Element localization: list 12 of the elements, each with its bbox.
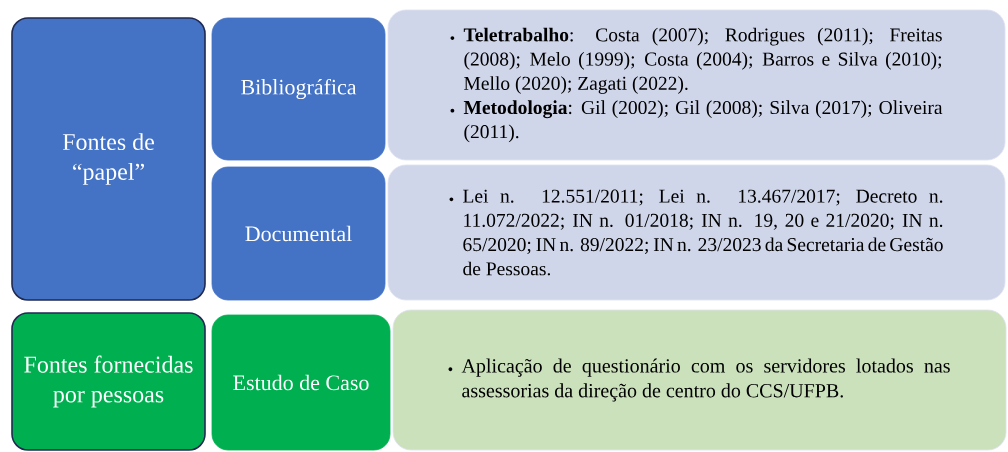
- source-list-panel: [387, 9, 1006, 161]
- subcategory-box: Bibliográfica: [211, 17, 386, 161]
- list-item: Metodologia: Gil (2002); Gil (2008); Silva (2017); Oliveira (2011).: [463, 100, 943, 143]
- subcategory-box: Estudo de Caso: [211, 314, 391, 451]
- category-box: Fontes fornecidas por pessoas: [11, 312, 206, 451]
- subcategory-box: Documental: [211, 166, 386, 301]
- list-item: Teletrabalho: Costa (2007); Rodrigues (2011); Freitas (2008); Melo (1999); Costa (2004); Barros e Silva (2010); Mello (2020); Zagati (2022).: [463, 27, 942, 94]
- source-list-panel: [392, 309, 1007, 451]
- list-item: Lei n. 12.551/2011; Lei n. 13.467/2017; Decreto n. 11.072/2022; IN n. 01/2018; IN n. 19, 20 e 21/2020; IN n. 65/2020; IN n. 89/2022; IN n. 23/2023 da Secretaria de Gestão de Pessoas.: [463, 189, 943, 276]
- list-item: Aplicação de questionário com os servidores lotados nas assessorias da direção de centro do CCS/UFPB.: [461, 358, 950, 402]
- source-list-panel: [387, 164, 1006, 301]
- category-box: Fontes de “papel”: [11, 17, 206, 301]
